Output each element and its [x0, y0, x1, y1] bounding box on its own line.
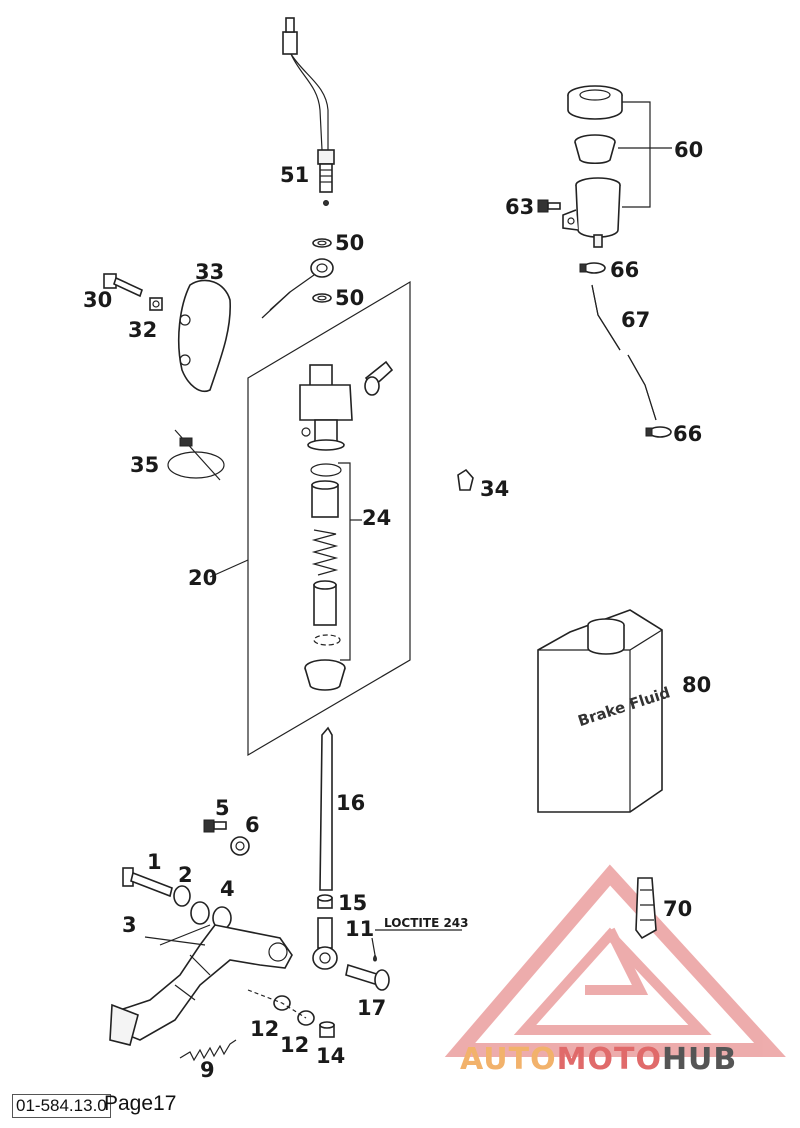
callout-9: 9: [200, 1058, 215, 1082]
assembly-frame-20: [247, 280, 411, 757]
callout-4: 4: [220, 877, 235, 901]
hose-clamp-66-upper: [579, 262, 606, 274]
callout-60: 60: [674, 138, 703, 162]
bolt-17: [345, 963, 390, 991]
sleeve: [311, 480, 339, 518]
heel-guard-33: [177, 279, 231, 392]
callout-66-lower: 66: [673, 422, 702, 446]
leader-3: [144, 924, 211, 946]
callout-34: 34: [480, 477, 509, 501]
watermark-part-2: MOTO: [556, 1042, 662, 1077]
hose-67: [591, 284, 657, 421]
watermark-part-1: AUTO: [460, 1042, 557, 1077]
reservoir-body: [562, 177, 621, 248]
nut-32: [149, 297, 163, 311]
hose-nipple: [364, 360, 394, 396]
bolt-30: [103, 273, 143, 298]
grease-tube-70: [635, 877, 657, 940]
boot: [304, 659, 346, 691]
document-code: 01-584.13.0: [12, 1094, 111, 1118]
spring: [311, 529, 339, 576]
page-number: Page17: [104, 1092, 177, 1115]
bracket-24: [338, 462, 351, 661]
callout-15: 15: [338, 891, 367, 915]
callout-66-upper: 66: [610, 258, 639, 282]
watermark-part-3: HUB: [661, 1042, 738, 1077]
piston: [313, 580, 337, 626]
brake-pedal-3: [109, 924, 293, 1046]
callout-16: 16: [336, 791, 365, 815]
nut-34: [457, 468, 474, 491]
cable-tie-35: [167, 429, 225, 481]
brake-light-switch-51: [282, 17, 335, 206]
callout-30: 30: [83, 288, 112, 312]
callout-32: 32: [128, 318, 157, 342]
callout-3: 3: [122, 913, 137, 937]
screw-5: [203, 819, 227, 833]
callout-14: 14: [316, 1044, 345, 1068]
callout-50-upper: 50: [335, 231, 364, 255]
callout-51: 51: [280, 163, 309, 187]
watermark-text: AUTOMOTOHUB: [460, 1042, 737, 1077]
loctite-label: LOCTITE 243: [384, 916, 469, 930]
callout-20: 20: [188, 566, 217, 590]
reservoir-diaphragm: [574, 134, 616, 165]
bushings-4: [190, 901, 232, 930]
callout-17: 17: [357, 996, 386, 1020]
bolt-1: [122, 867, 173, 898]
callout-6: 6: [245, 813, 260, 837]
callout-12-b: 12: [280, 1033, 309, 1057]
washer-2: [173, 885, 191, 907]
callout-5: 5: [215, 796, 230, 820]
clevis-11: [312, 917, 338, 970]
callout-63: 63: [505, 195, 534, 219]
hose-clamp-66-lower: [645, 426, 672, 438]
push-rod-16: [319, 726, 333, 891]
brake-fluid-container: Brake Fluid: [537, 609, 672, 813]
callout-12-a: 12: [250, 1017, 279, 1041]
nut-14: [319, 1021, 335, 1038]
callout-2: 2: [178, 863, 193, 887]
callout-80: 80: [682, 673, 711, 697]
callout-24: 24: [362, 506, 391, 530]
callout-50-lower: 50: [335, 286, 364, 310]
washer-50-upper: [312, 238, 332, 248]
callout-67: 67: [621, 308, 650, 332]
return-spring-9: [179, 1039, 237, 1062]
banjo-fitting: [261, 258, 334, 319]
callout-70: 70: [663, 897, 692, 921]
screw-63: [537, 199, 561, 213]
callout-33: 33: [195, 260, 224, 284]
callout-11: 11: [345, 917, 374, 941]
master-cylinder-body: [299, 364, 353, 451]
watermark-logo: [444, 864, 786, 1057]
callout-1: 1: [147, 850, 162, 874]
washer-50-lower: [312, 293, 332, 303]
nut-15: [317, 894, 333, 909]
circlip: [313, 634, 341, 646]
bushing-6: [230, 836, 250, 856]
callout-35: 35: [130, 453, 159, 477]
bracket-60: [622, 101, 651, 208]
reservoir-cap: [567, 85, 623, 120]
o-ring: [310, 463, 342, 477]
